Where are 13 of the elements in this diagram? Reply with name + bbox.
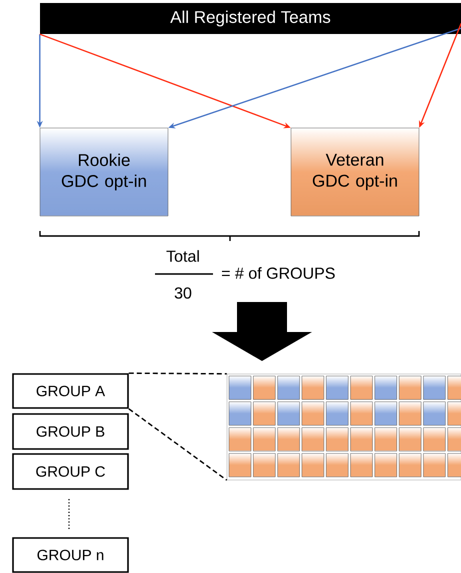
group-box: GROUP A	[12, 373, 129, 409]
formula-text: = # of GROUPS	[222, 267, 335, 279]
group-box: GROUP B	[12, 413, 129, 450]
formula-text: 30	[174, 287, 192, 299]
formula-text: Total	[166, 250, 199, 262]
category-box: Veteran GDC opt-in	[290, 128, 420, 216]
team-grid-drawing	[226, 374, 461, 480]
connector-line	[128, 408, 228, 481]
group-box: GROUP n	[12, 537, 129, 573]
connector-line	[128, 372, 227, 374]
group-box: GROUP C	[12, 453, 129, 490]
category-box: Rookie GDC opt-in	[40, 128, 168, 216]
header-bar: All Registered Teams	[40, 3, 461, 34]
